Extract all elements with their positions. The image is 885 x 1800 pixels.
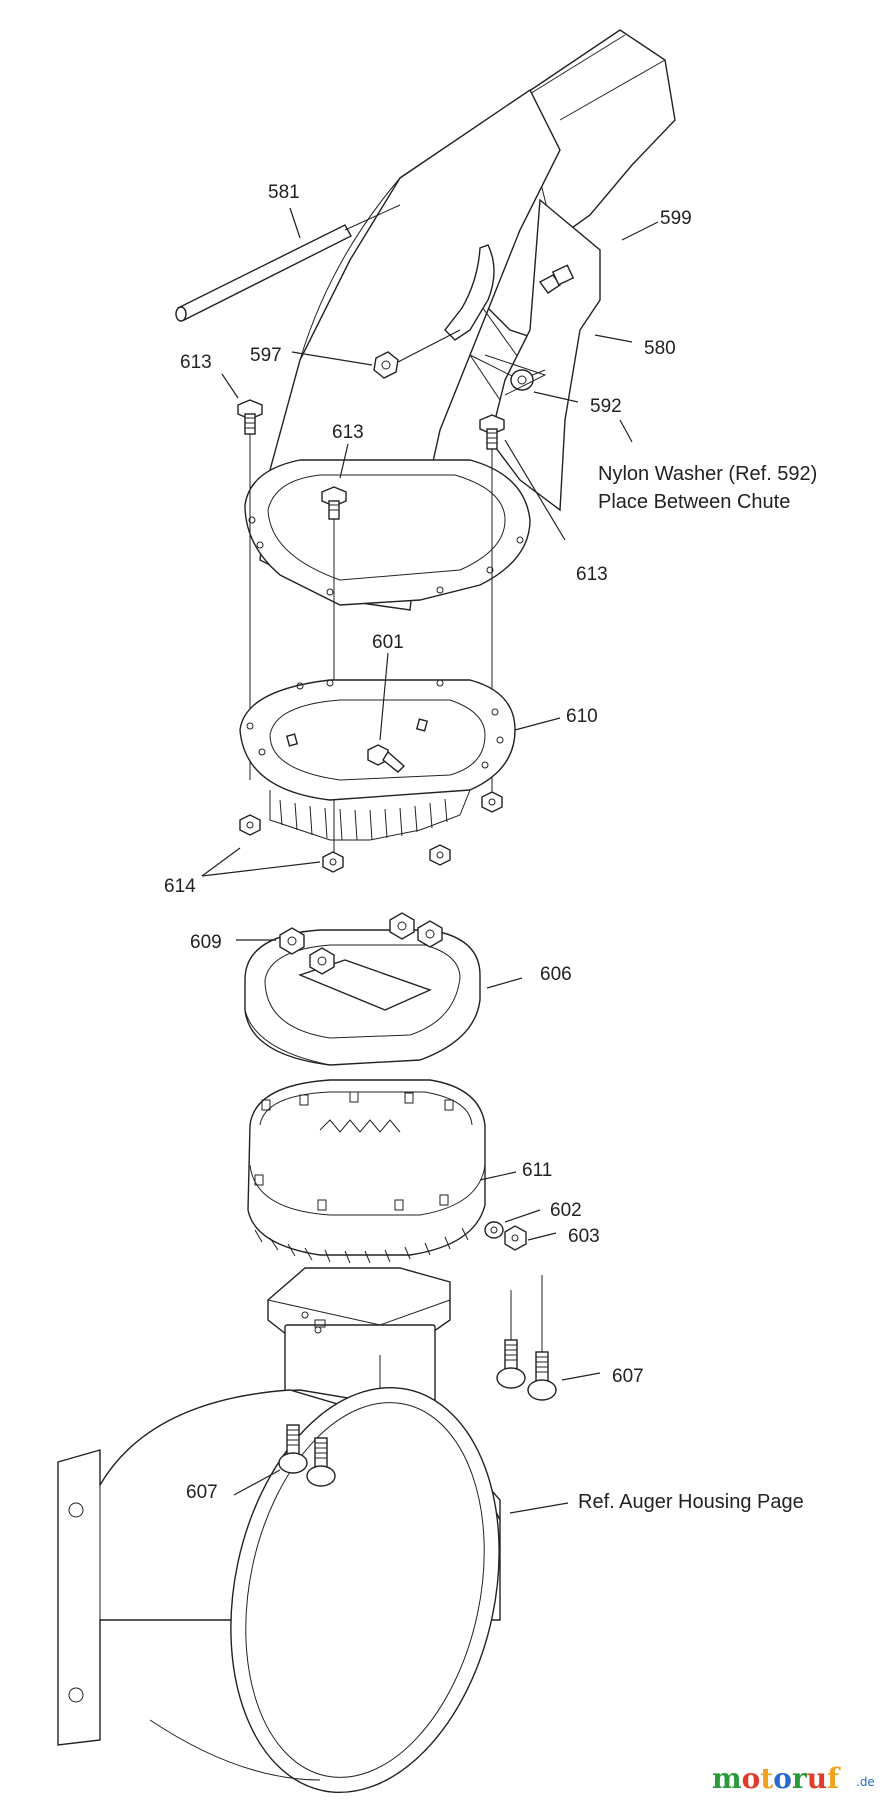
- watermark-logo: motoruf .de: [712, 1762, 875, 1795]
- label-597: 597: [250, 345, 282, 366]
- label-601: 601: [372, 632, 404, 653]
- nut-614-d: [481, 791, 503, 813]
- gear-ring-611: [247, 1079, 486, 1264]
- label-611: 611: [522, 1160, 552, 1181]
- label-599: 599: [660, 208, 692, 229]
- bolt-607-left-a: [278, 1424, 308, 1474]
- nut-609-b: [309, 947, 335, 975]
- nut-614-c: [429, 844, 451, 866]
- watermark-tld: .de: [856, 1775, 875, 1789]
- label-602: 602: [550, 1200, 582, 1221]
- cover-606: [244, 929, 481, 1066]
- watermark-letter: f: [827, 1762, 841, 1795]
- notes: Nylon Washer (Ref. 592) Place Between Ch…: [578, 463, 817, 1513]
- watermark-brand: motoruf: [712, 1762, 841, 1795]
- watermark-letter: m: [712, 1762, 742, 1795]
- rod-581: [175, 204, 401, 322]
- watermark-letter: r: [792, 1762, 808, 1795]
- label-603: 603: [568, 1226, 600, 1247]
- nut-609-d: [417, 920, 443, 948]
- note-ref-auger-housing: Ref. Auger Housing Page: [578, 1491, 804, 1513]
- label-607-right: 607: [612, 1366, 644, 1387]
- label-592: 592: [590, 396, 622, 417]
- ring-610: [239, 679, 516, 841]
- label-614: 614: [164, 876, 196, 897]
- bolt-607-left-b: [306, 1437, 336, 1487]
- label-607-left: 607: [186, 1482, 218, 1503]
- bolt-607-right-a: [496, 1290, 526, 1389]
- auger-housing-spout: [57, 1386, 501, 1794]
- leader-lines: [201, 207, 659, 1514]
- watermark-letter: u: [807, 1762, 827, 1795]
- nut-614-a: [239, 814, 261, 836]
- bolt-599: [538, 264, 575, 294]
- label-606: 606: [540, 964, 572, 985]
- label-609: 609: [190, 932, 222, 953]
- label-613-center: 613: [332, 422, 364, 443]
- label-580: 580: [644, 338, 676, 359]
- watermark-letter: o: [742, 1762, 761, 1795]
- note-nylon-washer: Nylon Washer (Ref. 592): [598, 463, 817, 485]
- watermark-letter: o: [773, 1762, 792, 1795]
- nut-614-b: [322, 851, 344, 873]
- part-labels: 581 599 580 597 613 613 592 613 601 610 …: [164, 182, 692, 1503]
- washer-602: [484, 1221, 504, 1239]
- label-581: 581: [268, 182, 300, 203]
- chute-flange: [244, 459, 531, 606]
- nut-597: [373, 329, 461, 379]
- washer-592: [484, 354, 547, 396]
- label-613-right: 613: [576, 564, 608, 585]
- label-613-left: 613: [180, 352, 212, 373]
- nut-609-c: [389, 912, 415, 940]
- nut-609-a: [279, 927, 305, 955]
- bolt-607-right-b: [527, 1275, 557, 1401]
- label-610: 610: [566, 706, 598, 727]
- watermark-letter: t: [760, 1762, 773, 1795]
- note-place-between-chute: Place Between Chute: [598, 491, 790, 513]
- bolt-601: [367, 744, 406, 773]
- nut-603: [504, 1225, 527, 1251]
